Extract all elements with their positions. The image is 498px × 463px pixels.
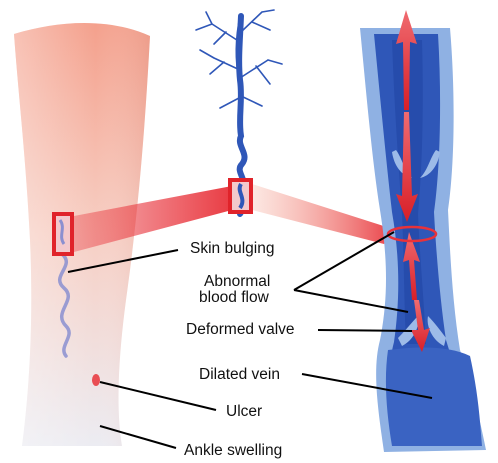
label-abnormal-flow-line2: blood flow: [199, 289, 270, 306]
dilated-vein-bulge: [386, 348, 482, 446]
zoom-beam-vein-to-section: [252, 184, 396, 244]
label-deformed-valve: Deformed valve: [186, 321, 295, 338]
label-skin-bulging: Skin bulging: [190, 240, 274, 257]
labels: Skin bulging Abnormal blood flow Deforme…: [184, 240, 295, 459]
label-ulcer: Ulcer: [226, 403, 262, 420]
label-dilated-vein: Dilated vein: [199, 366, 280, 383]
ulcer-spot: [92, 374, 100, 386]
leader-abnormal-flow-1: [294, 232, 394, 290]
label-ankle-swelling: Ankle swelling: [184, 442, 282, 459]
label-abnormal-flow-line1: Abnormal: [204, 273, 270, 290]
leader-deformed-valve: [318, 330, 412, 331]
